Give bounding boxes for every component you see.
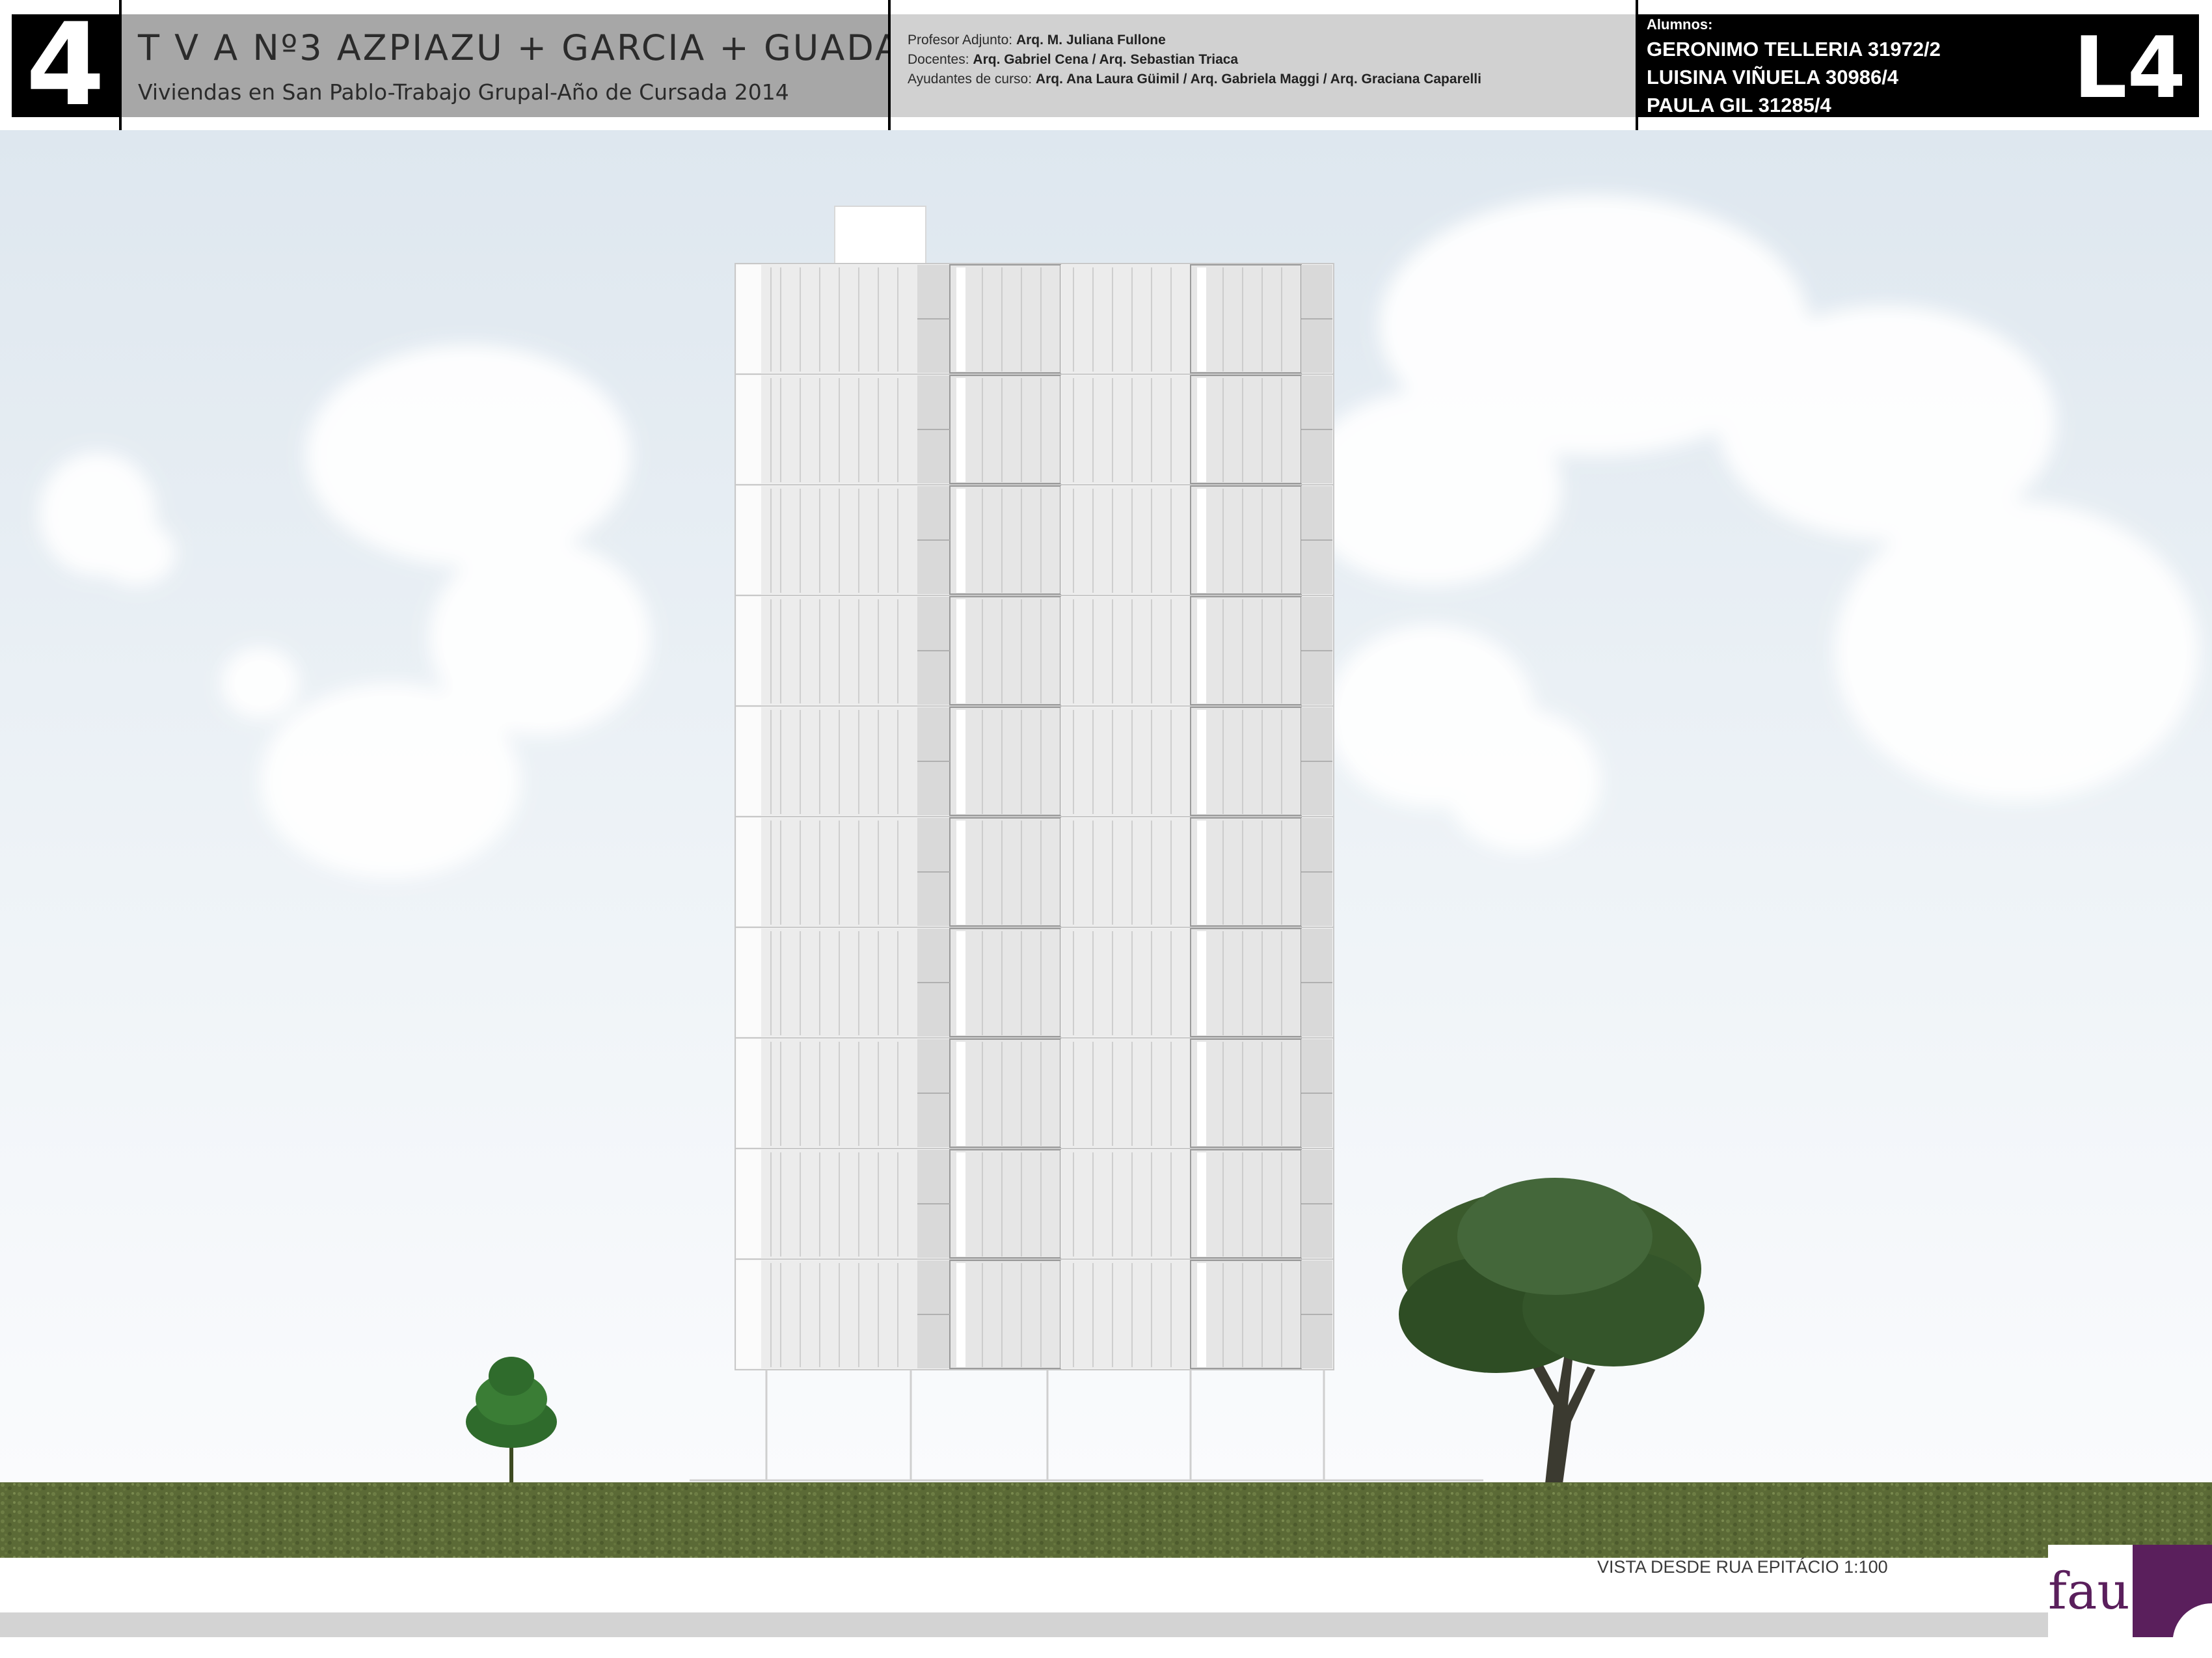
sheet-code: L4 <box>2073 18 2186 117</box>
staff-role: Ayudantes de curso: <box>908 72 1032 87</box>
footer-band <box>0 1612 2048 1637</box>
title-block: 4 T V A Nº3 AZPIAZU + GARCIA + GUADAGNA … <box>0 0 2212 130</box>
staff-line: Profesor Adjunto: Arq. M. Juliana Fullon… <box>908 33 1166 48</box>
pilotis <box>765 1370 1325 1480</box>
students-label: Alumnos: <box>1647 16 1713 33</box>
project-title: T V A Nº3 AZPIAZU + GARCIA + GUADAGNA <box>138 27 984 68</box>
fau-logo: fau <box>2048 1545 2212 1637</box>
staff-names: Arq. Ana Laura Güimil / Arq. Gabriela Ma… <box>1035 72 1481 87</box>
student-name: LUISINA VIÑUELA 30986/4 <box>1647 66 1899 88</box>
building-elevation <box>690 206 1483 1482</box>
staff-names: Arq. Gabriel Cena / Arq. Sebastian Triac… <box>973 52 1239 67</box>
drawing-caption: VISTA DESDE RUA EPITÁCIO 1:100 <box>1597 1557 1888 1577</box>
svg-text:fau: fau <box>2048 1562 2130 1621</box>
divider <box>119 0 122 130</box>
staff-line: Ayudantes de curso: Arq. Ana Laura Güimi… <box>908 72 1481 87</box>
students-box: Alumnos: GERONIMO TELLERIA 31972/2 LUISI… <box>1638 14 2199 117</box>
student-name: PAULA GIL 31285/4 <box>1647 94 1831 116</box>
clouds <box>39 195 2199 878</box>
staff-line: Docentes: Arq. Gabriel Cena / Arq. Sebas… <box>908 52 1238 68</box>
divider <box>1636 0 1638 130</box>
student-name: GERONIMO TELLERIA 31972/2 <box>1647 38 1941 61</box>
roof-box <box>834 206 926 264</box>
project-subtitle: Viviendas en San Pablo-Trabajo Grupal-Añ… <box>138 79 789 105</box>
staff-role: Docentes: <box>908 52 969 67</box>
staff-box: Profesor Adjunto: Arq. M. Juliana Fullon… <box>891 14 1636 117</box>
project-title-box: T V A Nº3 AZPIAZU + GARCIA + GUADAGNA Vi… <box>122 14 982 117</box>
grass-strip <box>0 1482 2212 1558</box>
staff-role: Profesor Adjunto: <box>908 33 1013 48</box>
staff-names: Arq. M. Juliana Fullone <box>1016 33 1166 48</box>
small-tree <box>466 1357 557 1484</box>
large-tree <box>1399 1178 1705 1484</box>
divider <box>888 0 891 130</box>
elevation-drawing <box>0 130 2212 1484</box>
sheet-number: 4 <box>12 8 119 122</box>
